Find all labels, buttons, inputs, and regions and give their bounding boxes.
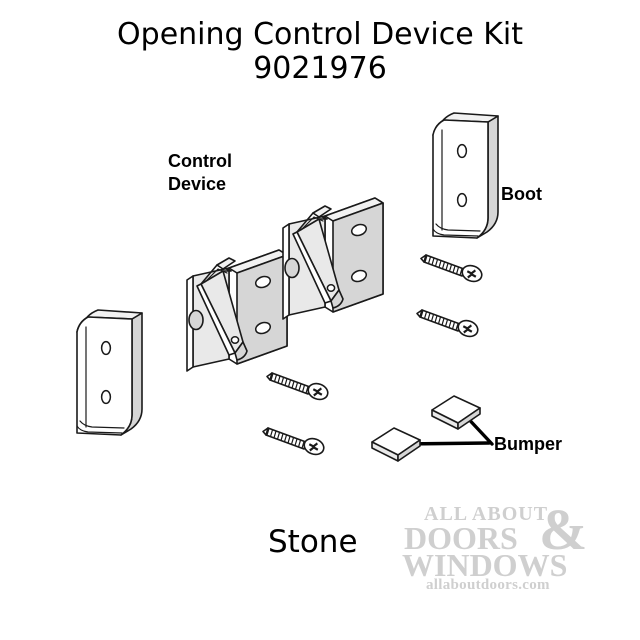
watermark-line-2: DOORS xyxy=(404,520,518,556)
label-bumper: Bumper xyxy=(494,434,563,454)
watermark-line-3: WINDOWS xyxy=(402,547,568,583)
bumper-lower-leader xyxy=(400,441,491,446)
watermark-url: allaboutdoors.com xyxy=(426,577,550,593)
label-finish: Stone xyxy=(268,524,358,560)
part-screw-3 xyxy=(266,372,331,403)
part-boot-right xyxy=(432,112,499,239)
watermark-logo: ALL ABOUT & DOORS WINDOWS allaboutdoors.… xyxy=(398,497,626,595)
page-title: Opening Control Device Kit 9021976 xyxy=(0,18,640,85)
title-line-2: 9021976 xyxy=(253,50,387,86)
label-control-device: Control Device xyxy=(168,151,232,194)
part-screw-1 xyxy=(420,254,485,285)
part-screw-4 xyxy=(262,427,327,458)
part-bumper-upper xyxy=(431,395,481,430)
part-screw-2 xyxy=(416,309,481,340)
part-boot-left xyxy=(76,309,143,436)
title-line-1: Opening Control Device Kit xyxy=(117,17,523,52)
part-bumper-lower xyxy=(371,427,421,462)
watermark-ampersand: & xyxy=(539,497,588,562)
watermark-line-1: ALL ABOUT xyxy=(424,503,549,525)
bumper-upper-leader xyxy=(460,410,494,446)
part-control-device-small xyxy=(186,249,288,372)
label-boot: Boot xyxy=(501,184,542,204)
part-control-device-large xyxy=(282,197,384,320)
